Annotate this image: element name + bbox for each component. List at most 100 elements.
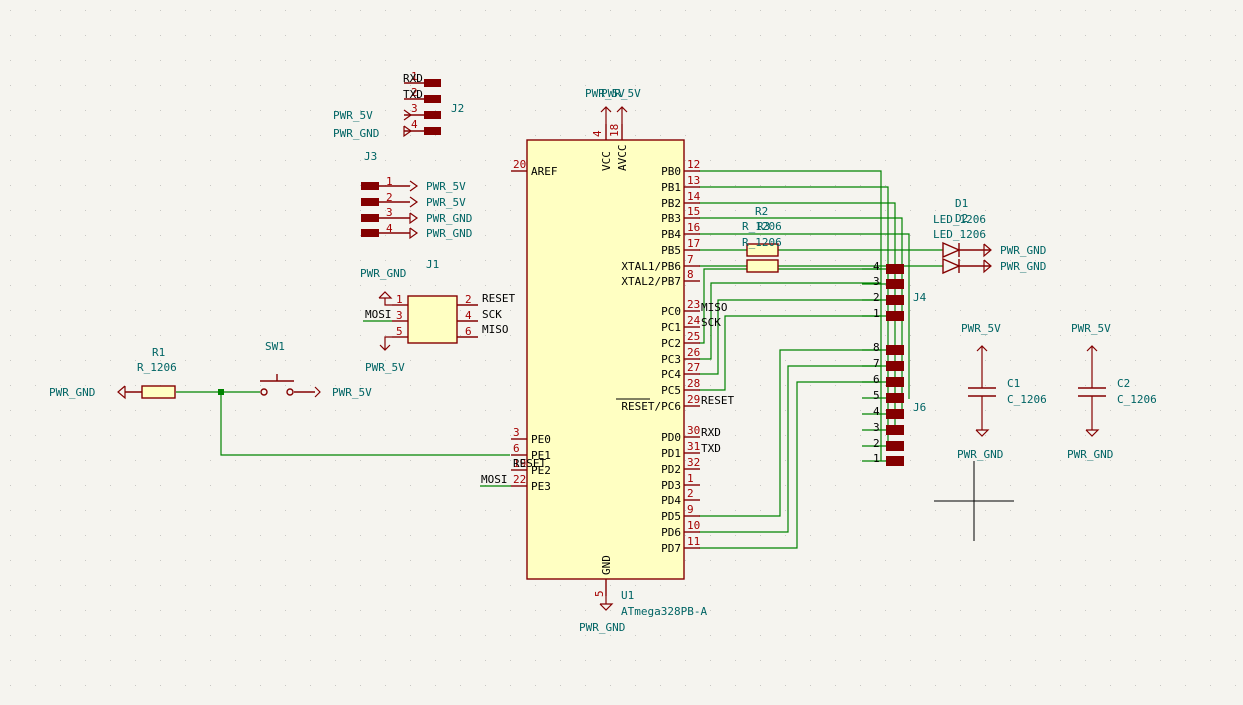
j6-pad (886, 393, 904, 403)
u1-pin-name: PC3 (661, 353, 681, 366)
d1-gnd-label: PWR_GND (1000, 244, 1046, 257)
grid (10, 10, 1236, 686)
wire-pc3[interactable] (699, 282, 881, 360)
d2-gnd-label: PWR_GND (1000, 260, 1046, 273)
wire-pb4[interactable] (699, 233, 910, 399)
led-gnd-symbols: PWR_GND PWR_GND (983, 243, 1046, 274)
u1-pin-number: 28 (687, 377, 700, 390)
u1-pin-number: 22 (513, 473, 526, 486)
r1-body[interactable] (141, 385, 176, 399)
r2-body[interactable] (746, 243, 779, 257)
r3-body[interactable] (746, 259, 779, 273)
c1-5v-label: PWR_5V (961, 322, 1001, 335)
u1-pin-name: PB5 (661, 244, 681, 257)
u1-pin-vcc-name: VCC (600, 151, 613, 171)
wire-pc4[interactable] (699, 299, 881, 375)
j4-pad (886, 311, 904, 321)
u1-pin-number: 31 (687, 440, 700, 453)
j1-reference: J1 (426, 258, 439, 271)
led-d2[interactable]: D2 LED_1206 (933, 212, 990, 275)
wire-pb1[interactable] (699, 186, 889, 445)
capacitor-c2[interactable]: PWR_5V C2 C_1206 PWR_GND (1067, 322, 1157, 461)
wire-pc5[interactable] (699, 315, 881, 391)
j3-pad-1 (361, 182, 379, 190)
j6-pad (886, 441, 904, 451)
c2-gnd-label: PWR_GND (1067, 448, 1113, 461)
d1-value: LED_1206 (933, 213, 986, 226)
j6-pin-number: 1 (873, 452, 880, 465)
u1-pin-name: PC2 (661, 337, 681, 350)
u1-pin-name: PE0 (531, 433, 551, 446)
j6-pin-number: 4 (873, 405, 880, 418)
u1-pin-name: PC0 (661, 305, 681, 318)
u1-pin-name: PD2 (661, 463, 681, 476)
j6-pad (886, 456, 904, 466)
wire-pc2[interactable] (699, 268, 881, 344)
net-label-txd-pd1: TXD (701, 442, 721, 455)
j6-pin-number: 3 (873, 421, 880, 434)
wire-node-pe1[interactable] (220, 392, 510, 456)
wire-pd5[interactable] (699, 349, 881, 517)
net-label-rxd-pd0: RXD (701, 426, 721, 439)
j2-pad-4 (424, 127, 441, 135)
c2-5v-label: PWR_5V (1071, 322, 1111, 335)
u1-pin-name: PD3 (661, 479, 681, 492)
u1-pin-number: 24 (687, 314, 701, 327)
switch-sw1[interactable]: SW1 PWR_5V (260, 340, 372, 399)
j1-gnd-label: PWR_GND (360, 267, 406, 280)
j6-pin-number: 8 (873, 341, 880, 354)
j1-label-mosi: MOSI (365, 308, 392, 321)
j2-pad-3 (424, 111, 441, 119)
j1-pin-4: 4 (465, 309, 472, 322)
u1-pin-number: 15 (687, 205, 700, 218)
capacitor-c1[interactable]: PWR_5V C1 C_1206 PWR_GND (957, 322, 1047, 461)
j6-leads (862, 349, 886, 462)
j1-pin-6: 6 (465, 325, 472, 338)
j4-pin-number: 1 (873, 307, 880, 320)
c2-value: C_1206 (1117, 393, 1157, 406)
j1-label-miso: MISO (482, 323, 509, 336)
j4-pin-number: 4 (873, 260, 880, 273)
connector-j1[interactable]: J1 1 3 5 2 4 6 RESET SCK MISO MOSI PWR_G… (360, 258, 515, 374)
u1-pin-name: PE1 (531, 449, 551, 462)
led-d1[interactable]: D1 LED_1206 (933, 197, 990, 259)
u1-pin-number: 29 (687, 393, 700, 406)
u1-pin-number: 17 (687, 237, 700, 250)
j2-label-5v: PWR_5V (333, 109, 373, 122)
r2-value: R_1206 (742, 220, 782, 233)
resistor-r2[interactable]: R2 R_1206 (742, 205, 782, 257)
resistor-r3[interactable]: R3 R_1206 (742, 220, 782, 273)
j1-pin-3: 3 (396, 309, 403, 322)
j3-pin-4: 4 (386, 222, 393, 235)
wire-pd7[interactable] (699, 381, 881, 549)
j6-pin-number: 2 (873, 437, 880, 450)
j1-body[interactable] (407, 295, 458, 344)
r1-reference: R1 (152, 346, 165, 359)
r1-value: R_1206 (137, 361, 177, 374)
u1-pin-name: PB4 (661, 228, 681, 241)
wire-pb0[interactable] (699, 170, 882, 461)
c1-gnd-label: PWR_GND (957, 448, 1003, 461)
u1-pin-name: PB0 (661, 165, 681, 178)
j3-pin-3: 3 (386, 206, 393, 219)
u1-pin-number: 10 (687, 519, 700, 532)
j6-pad (886, 425, 904, 435)
u1-pin-vcc-number: 4 (591, 130, 604, 137)
j1-label-reset: RESET (482, 292, 515, 305)
net-label-sck-pc1: SCK (701, 316, 721, 329)
u1-pin-number: 27 (687, 361, 700, 374)
connector-j2[interactable]: 1 2 3 4 RXD TXD PWR_5V PWR_GND J2 (333, 70, 464, 140)
u1-body[interactable] (526, 139, 685, 580)
u1-pin-number: 14 (687, 190, 701, 203)
resistor-r1[interactable]: R1 R_1206 PWR_GND (49, 346, 177, 400)
junction-dot (218, 389, 224, 395)
connector-j3[interactable]: J3 1 2 3 4 PWR_5V PWR_5V PWR_GND PWR_GND (361, 150, 472, 240)
j3-pad-4 (361, 229, 379, 237)
wire-pd6[interactable] (699, 365, 881, 533)
j3-pad-2 (361, 198, 379, 206)
u1-pin-avcc-number: 18 (608, 124, 621, 137)
